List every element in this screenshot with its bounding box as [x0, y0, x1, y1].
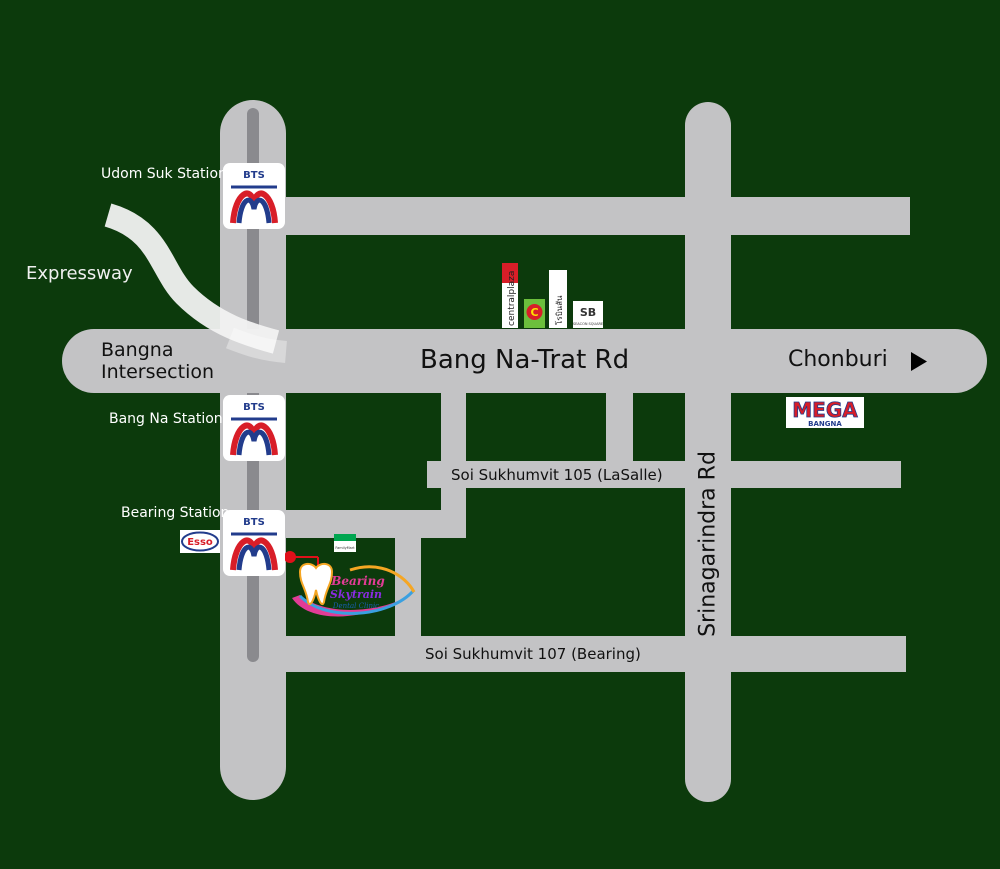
- mega-logo: MEGA: [792, 398, 858, 422]
- soi-107-label: Soi Sukhumvit 107 (Bearing): [425, 645, 641, 663]
- mega-sign: [786, 397, 864, 428]
- srinagarindra-road: [685, 102, 731, 802]
- bts-logo-icon: BTS: [230, 517, 278, 571]
- bts-station-bearing[interactable]: BTS: [223, 510, 285, 576]
- chonburi-label: Chonburi: [788, 347, 888, 372]
- central-plaza-logo: centralplaza: [507, 271, 517, 326]
- bts-logo-icon: BTS: [230, 170, 278, 224]
- bts-badge-text: BTS: [243, 402, 265, 413]
- clinic-name-3: Dental Clinic: [332, 602, 379, 610]
- soi-105-label: Soi Sukhumvit 105 (LaSalle): [451, 466, 663, 484]
- expressway-fade: [226, 327, 288, 363]
- bts-station-udom-suk[interactable]: BTS: [223, 163, 285, 229]
- seacon-logo: SB: [580, 306, 596, 319]
- location-dot-icon: [284, 551, 296, 563]
- expressway-road: [104, 203, 280, 354]
- tooth-icon: [298, 562, 334, 606]
- bangna-intersection-label-1: Bangna: [101, 339, 174, 361]
- bigc-logo: C: [530, 306, 538, 319]
- expressway-label: Expressway: [26, 263, 133, 284]
- esso-logo: Esso: [187, 537, 213, 548]
- bearing-station-label: Bearing Station: [121, 505, 230, 521]
- clinic-name-1: Bearing: [330, 574, 385, 588]
- srinagarindra-road-label: Srinagarindra Rd: [695, 451, 721, 637]
- udom-suk-station-label: Udom Suk Station: [101, 166, 227, 182]
- connector-road-2: [606, 380, 633, 465]
- bts-logo-icon: BTS: [230, 402, 278, 456]
- bangna-intersection-label-2: Intersection: [101, 361, 215, 383]
- seacon-sub: SEACON SQUARE: [573, 322, 603, 326]
- familymart-logo: FamilyMart: [335, 546, 355, 550]
- bang-na-station-label: Bang Na Station: [109, 411, 223, 427]
- clinic-logo: Bearing Skytrain Dental Clinic: [292, 562, 416, 617]
- top-road: [270, 197, 910, 235]
- robinson-sign: [549, 270, 567, 328]
- robinson-logo: โรบินสัน: [554, 295, 564, 325]
- seacon-sign: [573, 301, 603, 328]
- bts-badge-text: BTS: [243, 170, 265, 181]
- esso-oval: [181, 531, 219, 552]
- bangna-trat-road: [62, 329, 987, 393]
- soi-105-road: [427, 461, 901, 488]
- play-arrow-icon: [911, 352, 927, 371]
- mega-sub: BANGNA: [808, 420, 842, 428]
- bearing-connector: [395, 534, 421, 644]
- bangna-trat-road-label: Bang Na-Trat Rd: [420, 345, 630, 375]
- bigc-badge: [526, 304, 543, 320]
- clinic-name-2: Skytrain: [330, 588, 382, 601]
- bts-station-bang-na[interactable]: BTS: [223, 395, 285, 461]
- soi-107-road: [270, 636, 906, 672]
- bts-badge-text: BTS: [243, 517, 265, 528]
- clinic-swoosh-3: [349, 565, 416, 593]
- familymart-stripe: [334, 534, 356, 541]
- central-plaza-top: [502, 263, 518, 283]
- bearing-side-street: [270, 510, 466, 538]
